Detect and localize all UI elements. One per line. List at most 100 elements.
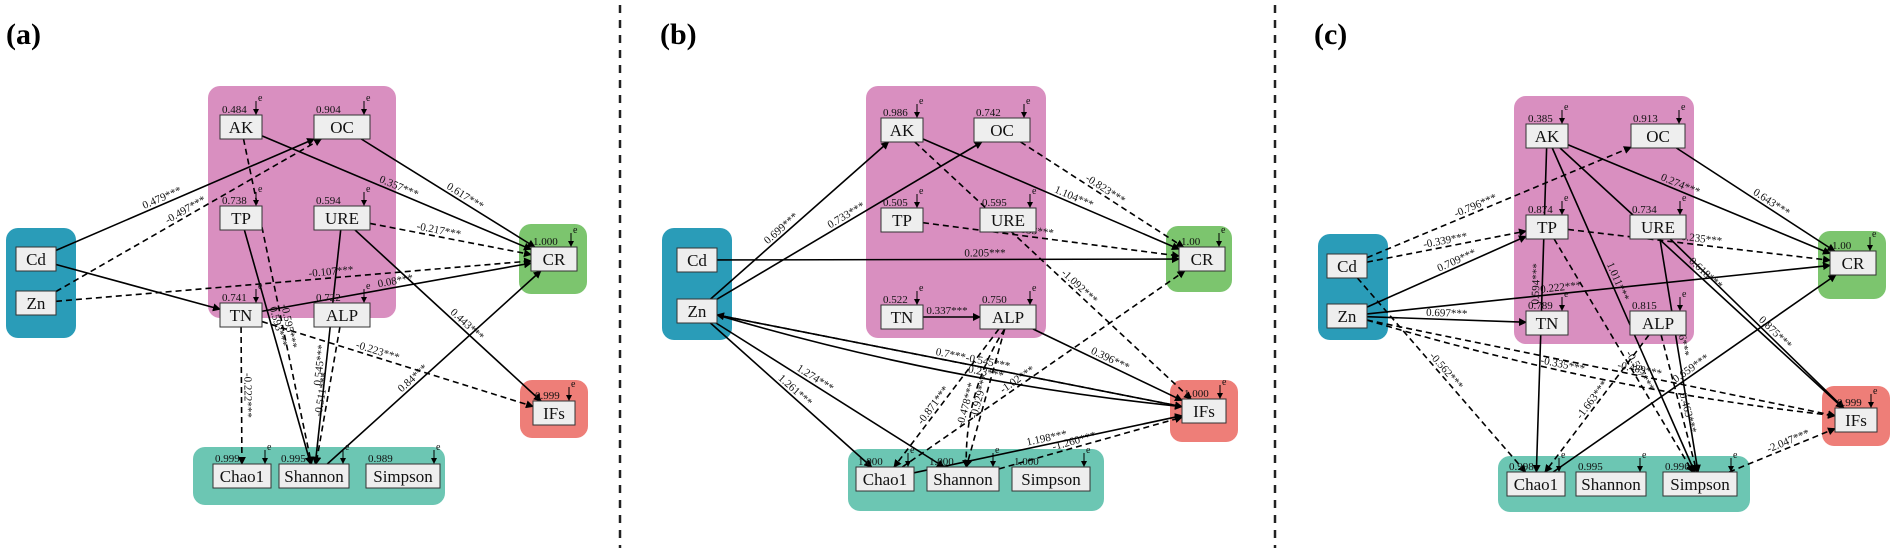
r-squared-value: 0.734 — [1632, 204, 1657, 216]
path-arrow-simpson-to-ifs — [1728, 427, 1836, 473]
path-arrow-zn-to-chao1 — [709, 322, 873, 468]
node-box — [1178, 246, 1226, 272]
node-label: Cd — [1337, 257, 1357, 276]
r-squared-value: 0.913 — [1633, 113, 1658, 125]
path-arrow-zn-to-tp — [1366, 235, 1527, 308]
panel-c: (c)-0.796***-0.339***0.709***0.222***0.6… — [1314, 18, 1890, 512]
node-label: Chao1 — [863, 470, 907, 489]
r-squared-value: 1.000 — [533, 236, 558, 248]
node-label: TN — [891, 308, 914, 327]
error-term-label: e — [258, 184, 263, 195]
r-squared-value: 0.989 — [368, 453, 393, 465]
path-arrow-zn-to-oc — [716, 141, 983, 300]
path-arrow-zn-to-tn — [1366, 315, 1527, 327]
node-box — [219, 205, 263, 231]
error-term-label: e — [1681, 102, 1686, 113]
soil-group-box — [866, 86, 1046, 338]
node-box — [973, 117, 1031, 143]
node-label: TP — [892, 211, 912, 230]
node-label: OC — [990, 121, 1014, 140]
path-arrow-alp-to-shannon — [964, 328, 1006, 468]
path-arrow-cd-to-oc — [1366, 146, 1632, 259]
path-arrow-tn-to-chao1 — [237, 326, 246, 465]
path-arrow-tp-to-shannon — [243, 229, 313, 465]
node-label: IFs — [543, 404, 565, 423]
error-term-label: e — [919, 186, 924, 197]
node-label: URE — [1641, 218, 1675, 237]
r-squared-value: 0.789 — [1528, 300, 1553, 312]
node-cd: Cd — [15, 246, 57, 272]
r-squared-value: 0.995 — [281, 453, 306, 465]
error-term-label: e — [258, 93, 263, 104]
node-label: IFs — [1845, 411, 1867, 430]
r-squared-value: 0.986 — [883, 107, 908, 119]
path-arrow-ure-to-ifs — [1669, 238, 1845, 409]
node-box — [313, 114, 371, 140]
panel-label: (a) — [6, 18, 41, 51]
path-arrow-cd-to-tp — [1366, 228, 1527, 263]
node-label: AK — [1535, 127, 1560, 146]
node-cr: CR1.00e — [1178, 225, 1226, 272]
node-box — [530, 246, 578, 272]
error-term-label: e — [267, 442, 272, 453]
path-arrow-cd-to-oc — [55, 138, 316, 252]
path-arrow-tp-to-cr — [1567, 228, 1831, 264]
path-coefficient: 0.659*** — [1671, 352, 1712, 385]
path-arrow-ak-to-cr — [922, 138, 1180, 251]
soil-group-box — [208, 86, 396, 318]
node-label: Cd — [26, 250, 46, 269]
node-label: ALP — [992, 308, 1024, 327]
path-arrow-ak-to-ifs — [1559, 147, 1844, 409]
error-term-label: e — [1733, 450, 1738, 461]
r-squared-value: 0.999 — [215, 453, 240, 465]
path-arrow-ak-to-ifs — [914, 141, 1192, 400]
path-coefficient: 0.733*** — [826, 200, 868, 231]
node-zn: Zn — [676, 298, 718, 324]
path-coefficient: -0.223*** — [354, 339, 400, 364]
node-box — [979, 207, 1037, 233]
path-arrow-ure-to-cr — [369, 222, 532, 258]
r-squared-value: 0.999 — [1837, 397, 1862, 409]
path-arrow-oc-to-cr — [360, 138, 536, 248]
path-arrow-zn-to-cr — [1366, 262, 1831, 315]
node-box — [15, 290, 57, 316]
node-box — [15, 246, 57, 272]
r-squared-value: 1.000 — [858, 456, 883, 468]
node-box — [212, 463, 272, 489]
path-arrow-alp-to-ifs — [1032, 328, 1183, 402]
path-arrow-tp-to-cr — [922, 221, 1180, 260]
r-squared-value: 0.815 — [1632, 300, 1657, 312]
node-box — [880, 304, 924, 330]
node-box — [1326, 303, 1368, 329]
node-cd: Cd — [1326, 253, 1368, 279]
soil-group-box — [1514, 96, 1694, 344]
r-squared-value: 0.996 — [1665, 461, 1690, 473]
path-coefficient: 0.84*** — [396, 362, 431, 395]
error-term-label: e — [919, 283, 924, 294]
node-box — [1011, 466, 1091, 492]
node-label: Chao1 — [220, 467, 264, 486]
path-arrow-chao1-to-cr — [1552, 274, 1837, 473]
r-squared-value: 0.484 — [222, 104, 247, 116]
panel-label: (b) — [660, 18, 697, 51]
node-box — [1326, 253, 1368, 279]
r-squared-value: 0.594 — [316, 195, 341, 207]
error-term-label: e — [919, 96, 924, 107]
error-term-label: e — [366, 184, 371, 195]
path-coefficient: -1.663*** — [1574, 378, 1611, 421]
r-squared-value: 0.595 — [982, 197, 1007, 209]
path-arrow-zn-to-ifs — [1366, 319, 1836, 419]
